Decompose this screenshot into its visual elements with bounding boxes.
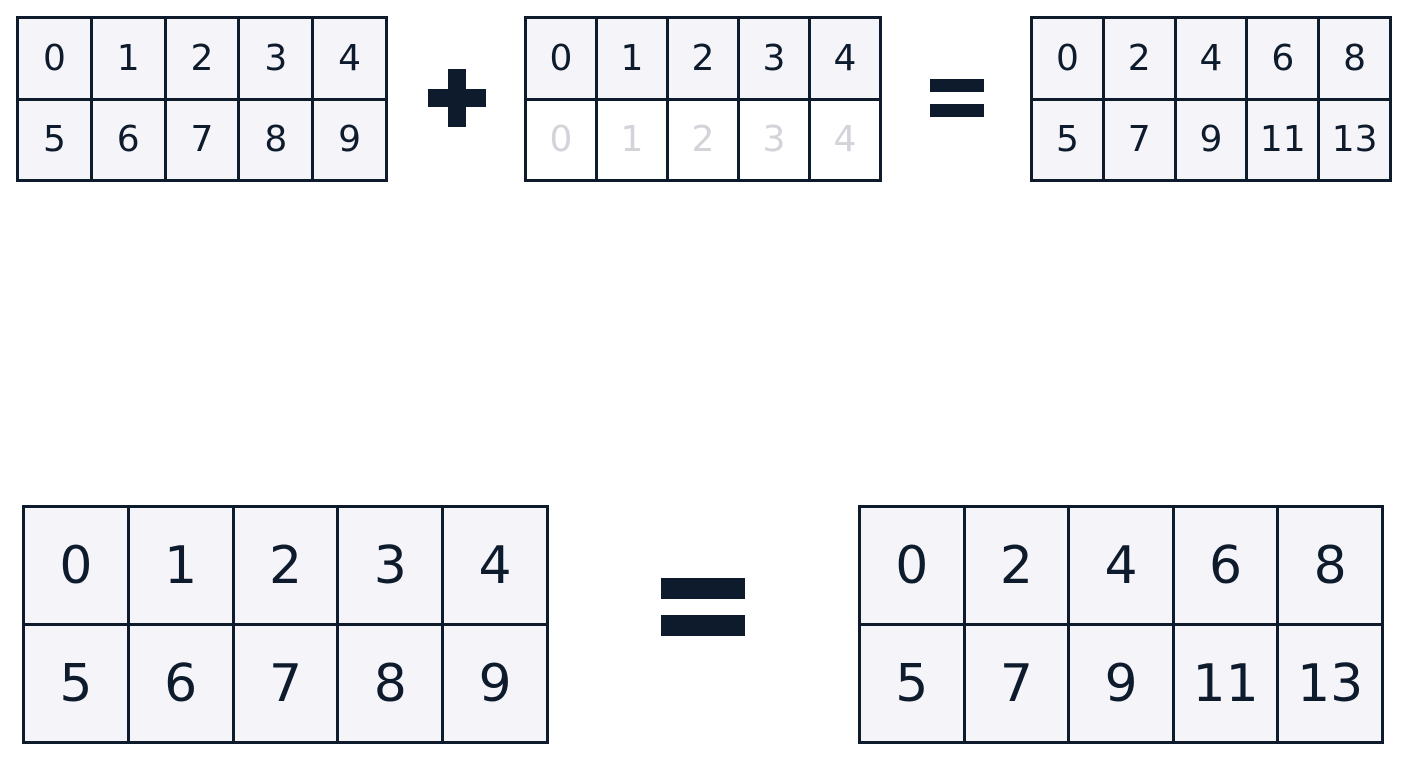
result-cell: 2 <box>965 508 1068 623</box>
result-cell: 8 <box>1320 19 1389 98</box>
result-cell: 9 <box>1176 100 1246 179</box>
array-b-broadcast-cell: 3 <box>740 100 808 179</box>
array-a-cell: 5 <box>19 100 90 179</box>
result-grid-top: 0 2 4 6 8 5 7 9 11 13 <box>1030 16 1392 182</box>
array-a-cell: 0 <box>19 19 90 98</box>
operand-cell: 4 <box>444 508 546 623</box>
equals-icon <box>661 578 745 636</box>
result-grid-bottom: 0 2 4 6 8 5 7 9 11 13 <box>858 505 1384 744</box>
result-cell: 0 <box>1033 19 1102 98</box>
array-b-cell: 2 <box>669 19 737 98</box>
operand-cell: 0 <box>25 508 127 623</box>
operand-cell: 3 <box>339 508 442 623</box>
array-a-cell: 9 <box>314 100 385 179</box>
array-a-cell: 7 <box>166 100 238 179</box>
array-b-broadcast-cell: 2 <box>669 100 737 179</box>
array-b-cell: 4 <box>811 19 879 98</box>
result-cell: 2 <box>1104 19 1174 98</box>
array-a-cell: 8 <box>240 100 312 179</box>
array-b-cell: 3 <box>740 19 808 98</box>
result-cell: 8 <box>1279 508 1381 623</box>
array-a-cell: 2 <box>166 19 238 98</box>
result-cell: 4 <box>1176 19 1246 98</box>
array-a-cell: 3 <box>240 19 312 98</box>
result-cell: 5 <box>1033 100 1102 179</box>
operand-cell: 1 <box>129 508 232 623</box>
result-cell: 9 <box>1070 626 1172 741</box>
array-b-broadcast-cell: 0 <box>527 100 595 179</box>
result-cell: 7 <box>965 626 1068 741</box>
array-b-broadcast-cell: 1 <box>598 100 666 179</box>
array-b-broadcast-grid: 0 1 2 3 4 0 1 2 3 4 <box>524 16 882 182</box>
array-a-grid: 0 1 2 3 4 5 6 7 8 9 <box>16 16 388 182</box>
operand-cell: 8 <box>339 626 442 741</box>
result-cell: 6 <box>1248 19 1318 98</box>
array-b-broadcast-cell: 4 <box>811 100 879 179</box>
operand-grid-bottom: 0 1 2 3 4 5 6 7 8 9 <box>22 505 549 744</box>
array-b-cell: 0 <box>527 19 595 98</box>
result-cell: 11 <box>1248 100 1318 179</box>
array-a-cell: 6 <box>92 100 164 179</box>
operand-cell: 6 <box>129 626 232 741</box>
result-cell: 13 <box>1279 626 1381 741</box>
plus-icon <box>428 69 486 127</box>
array-b-cell: 1 <box>598 19 666 98</box>
result-cell: 7 <box>1104 100 1174 179</box>
operand-cell: 7 <box>234 626 337 741</box>
result-cell: 4 <box>1070 508 1172 623</box>
result-cell: 13 <box>1320 100 1389 179</box>
operand-cell: 2 <box>234 508 337 623</box>
result-cell: 0 <box>861 508 963 623</box>
result-cell: 6 <box>1174 508 1277 623</box>
operand-cell: 9 <box>444 626 546 741</box>
array-a-cell: 1 <box>92 19 164 98</box>
operand-cell: 5 <box>25 626 127 741</box>
result-cell: 11 <box>1174 626 1277 741</box>
equals-icon <box>930 79 984 119</box>
result-cell: 5 <box>861 626 963 741</box>
array-a-cell: 4 <box>314 19 385 98</box>
